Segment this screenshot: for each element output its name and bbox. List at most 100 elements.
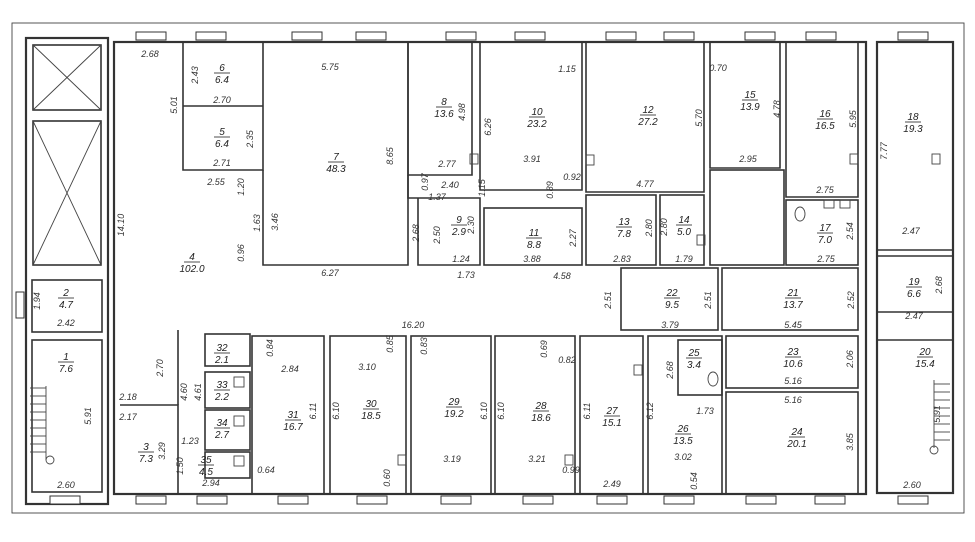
dimension-label: 8.65 [385, 146, 395, 165]
room-number: 12 [642, 105, 654, 116]
dimension-label: 5.95 [848, 109, 858, 128]
shaft-lower [32, 120, 102, 266]
room-label: 748.3 [326, 152, 346, 175]
room-label: 66.4 [214, 63, 230, 86]
room-number: 24 [790, 427, 803, 438]
room-area: 15.4 [915, 359, 935, 370]
dimension-label: 1.15 [477, 178, 487, 197]
room-label: 17.6 [58, 352, 74, 375]
room-label: 177.0 [817, 223, 833, 246]
dimension-label: 2.17 [118, 412, 138, 422]
room-number: 17 [819, 223, 831, 234]
dimension-label: 1.24 [452, 254, 470, 264]
dimension-label: 3.91 [523, 154, 541, 164]
room-area: 13.5 [673, 436, 693, 447]
dimension-label: 2.75 [816, 254, 836, 264]
walls [24, 36, 955, 506]
dimension-label: 2.55 [206, 177, 226, 187]
room-area: 19.2 [444, 409, 464, 420]
room-number: 20 [918, 347, 931, 358]
room-number: 34 [216, 418, 228, 429]
room-area: 10.6 [783, 359, 803, 370]
dimension-label: 3.29 [157, 442, 167, 460]
dimension-label: 3.88 [523, 254, 541, 264]
room-number: 8 [441, 97, 447, 108]
room-number: 27 [605, 406, 618, 417]
room-area: 27.2 [637, 117, 658, 128]
dimension-label: 0.54 [689, 472, 699, 490]
room-area: 20.1 [786, 439, 806, 450]
dimension-label: 6.27 [321, 268, 340, 278]
dimension-label: 2.77 [437, 159, 457, 169]
room-number: 25 [687, 348, 700, 359]
dimension-label: 5.01 [169, 96, 179, 114]
dimension-label: 1.94 [32, 292, 42, 310]
room-number: 10 [531, 107, 543, 118]
fixtures [233, 153, 941, 467]
dimension-label: 0.70 [709, 63, 727, 73]
dimension-label: 5.91 [83, 407, 93, 425]
room-number: 26 [676, 424, 689, 435]
room-number: 13 [618, 217, 630, 228]
dimension-label: 0.82 [558, 355, 576, 365]
dimension-label: 0.97 [420, 172, 430, 191]
dimension-label: 4.58 [553, 271, 571, 281]
room-label: 322.1 [214, 343, 230, 366]
dimension-label: 2.30 [466, 216, 476, 235]
dimension-label: 1.50 [175, 457, 185, 475]
room-area: 3.4 [687, 360, 701, 371]
dimension-label: 6.10 [496, 402, 506, 420]
dimension-label: 2.80 [644, 219, 654, 238]
room-area: 102.0 [179, 264, 204, 275]
dimension-label: 2.43 [190, 66, 200, 85]
dimension-label: 2.27 [568, 228, 578, 248]
room-area: 16.5 [815, 121, 835, 132]
dimension-label: 2.51 [603, 291, 613, 310]
dimension-label: 3.79 [661, 320, 679, 330]
dimension-label: 2.68 [411, 224, 421, 243]
dimension-label: 6.11 [582, 403, 592, 420]
dimension-label: 1.79 [675, 254, 693, 264]
room-label: 92.9 [451, 215, 467, 238]
dimension-label: 2.60 [56, 480, 75, 490]
dimension-label: 2.71 [212, 158, 231, 168]
dimension-label: 2.51 [703, 291, 713, 310]
dimension-label: 5.70 [694, 109, 704, 127]
room-number: 16 [819, 109, 831, 120]
dimension-label: 3.46 [270, 213, 280, 231]
dimension-label: 3.02 [674, 452, 692, 462]
dimension-label: 1.63 [252, 214, 262, 232]
room-label: 24.7 [58, 288, 74, 311]
dimension-label: 5.45 [784, 320, 803, 330]
shaft-upper [32, 44, 102, 111]
room-number: 1 [63, 352, 69, 363]
room-number: 9 [456, 215, 462, 226]
room-label: 813.6 [434, 97, 454, 120]
room-area: 2.2 [214, 392, 229, 403]
dimension-label: 1.23 [181, 436, 199, 446]
room-area: 16.7 [283, 422, 303, 433]
dimension-label: 7.77 [879, 141, 889, 160]
dimension-label: 5.91 [932, 405, 942, 423]
dimension-label: 0.60 [382, 469, 392, 487]
room-number: 21 [786, 288, 798, 299]
dimension-label: 1.20 [236, 178, 246, 196]
room-number: 28 [534, 401, 547, 412]
room-label: 196.6 [906, 277, 922, 300]
room-number: 31 [287, 410, 298, 421]
dimension-label: 2.68 [140, 49, 159, 59]
room-area: 15.1 [602, 418, 621, 429]
dimension-label: 0.85 [385, 334, 395, 353]
dimension-label: 2.68 [665, 361, 675, 380]
